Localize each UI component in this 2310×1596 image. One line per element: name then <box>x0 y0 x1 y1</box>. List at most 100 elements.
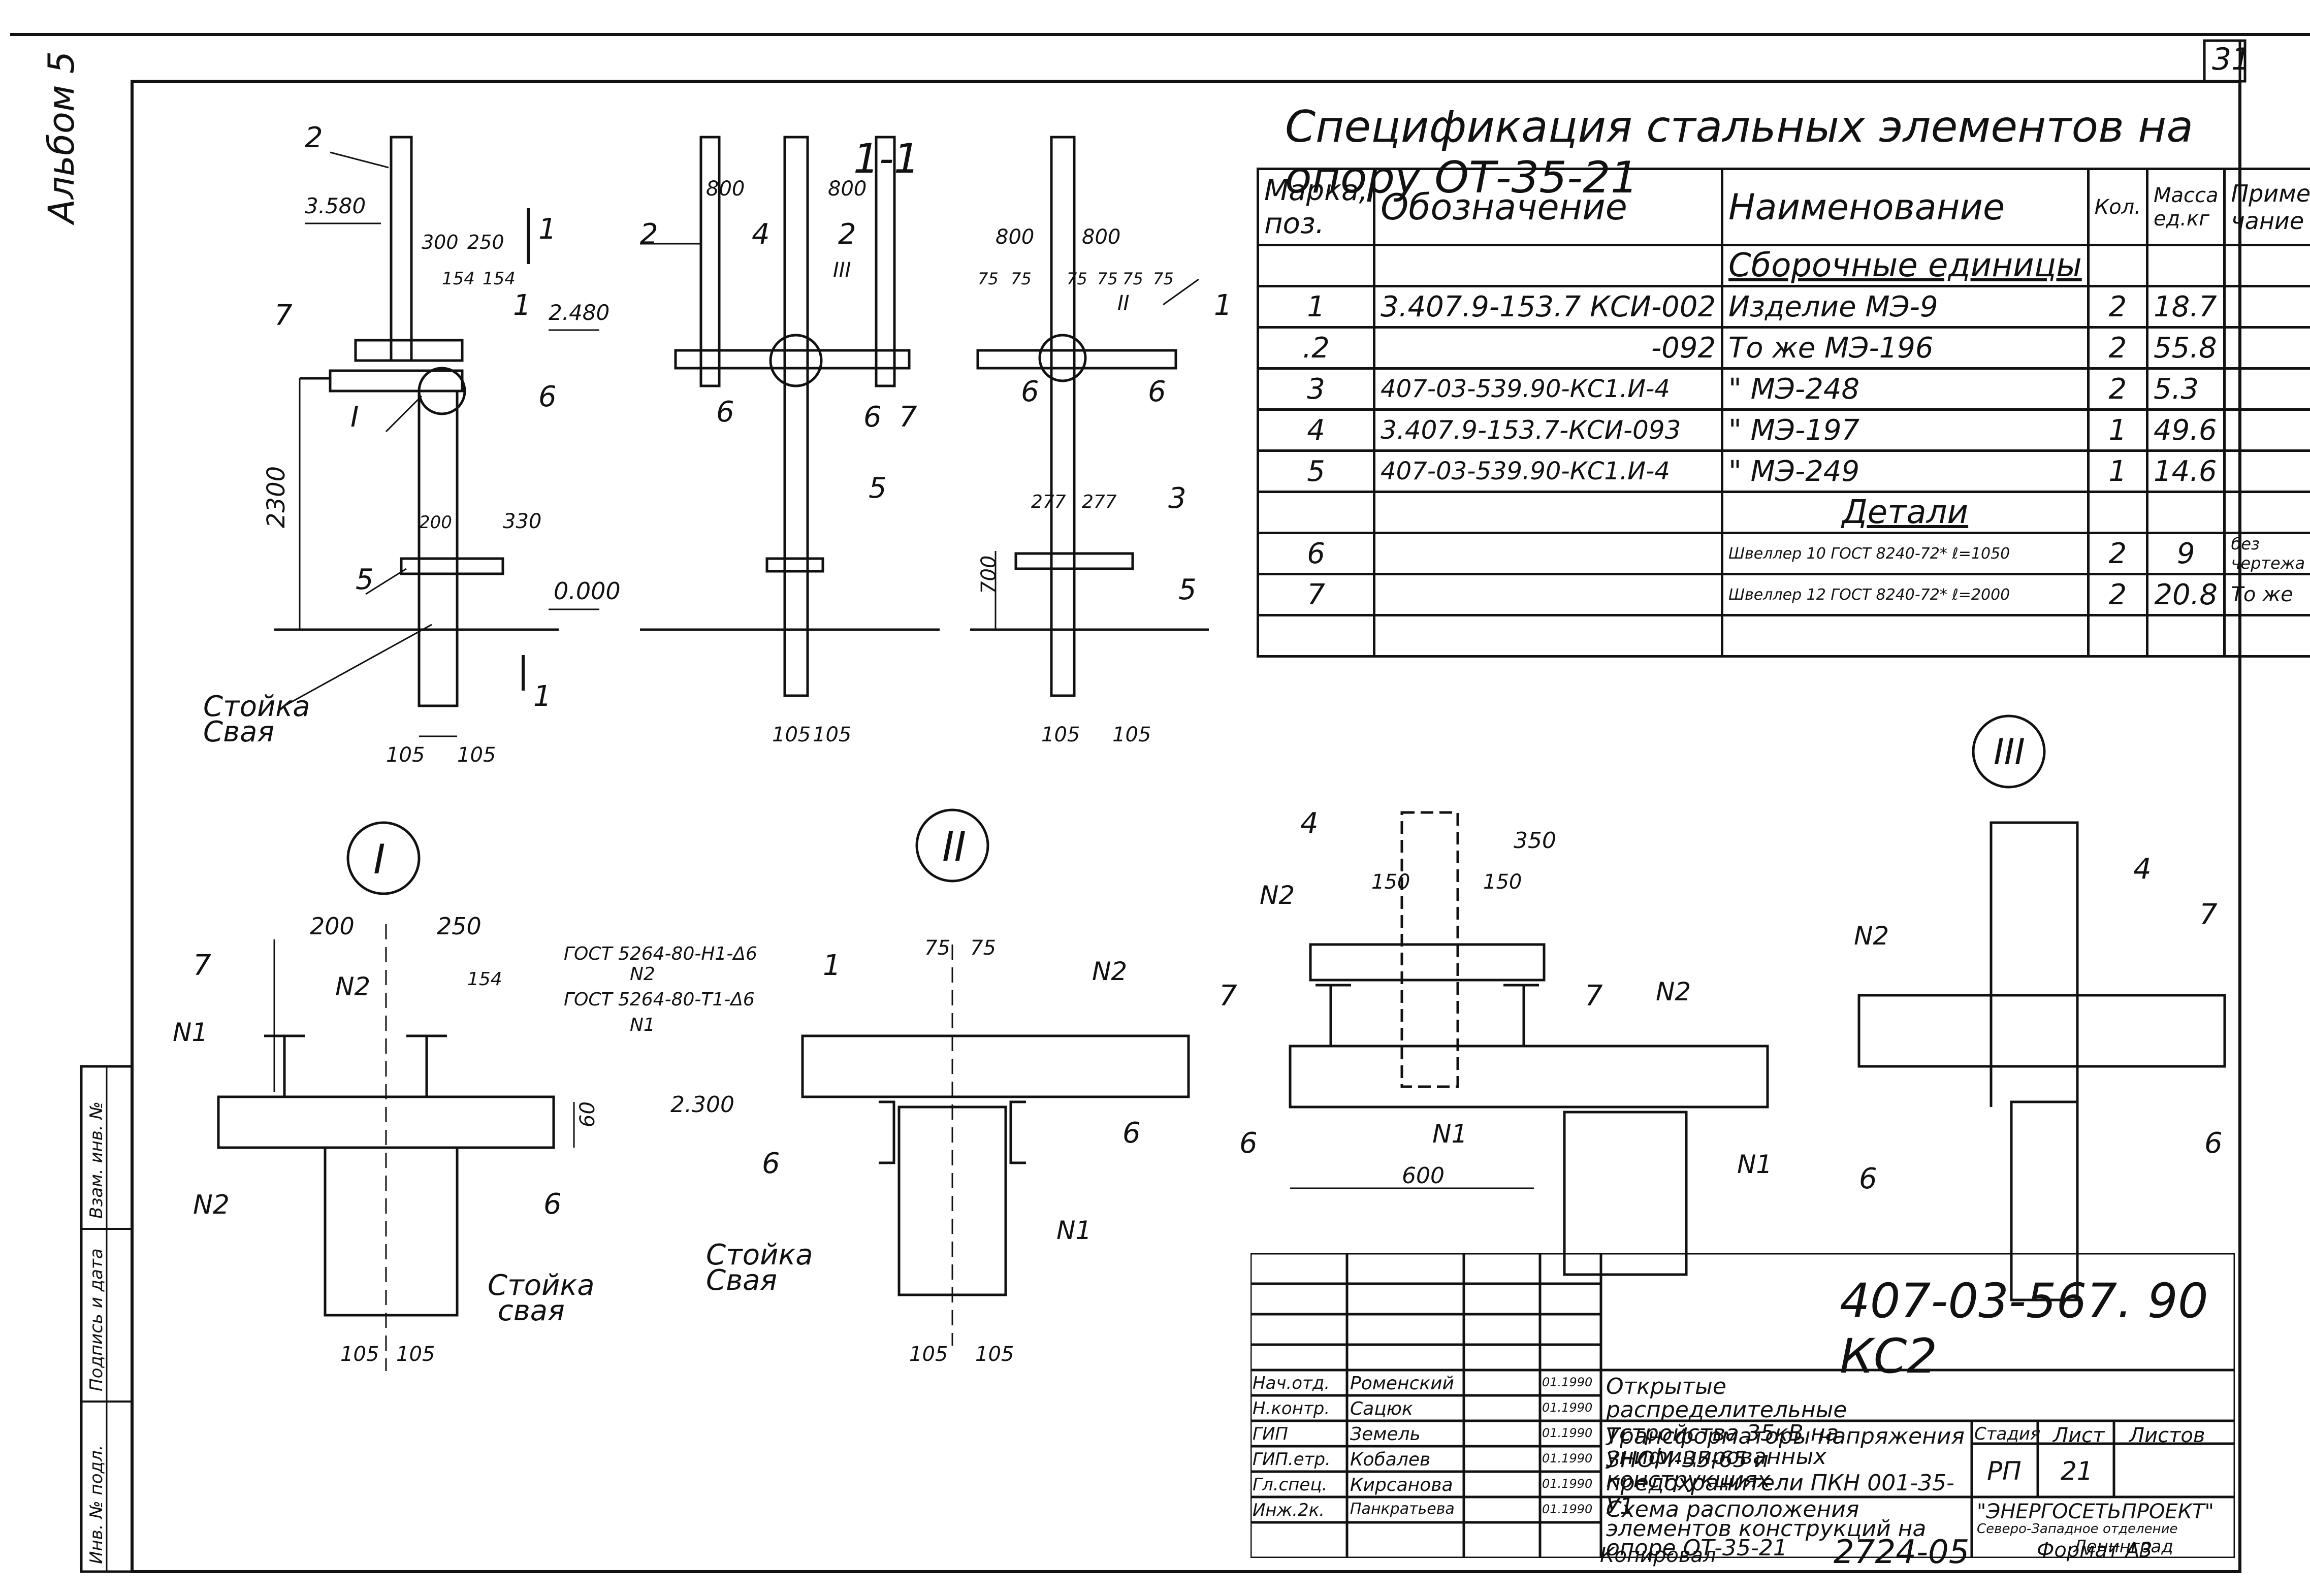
mark-label: 4 <box>2133 853 2152 886</box>
mark-label: 2 <box>305 121 323 154</box>
mark-label: 1 <box>513 289 531 322</box>
stamp-code: 407-03-567. 90 КС2 <box>1840 1274 2208 1384</box>
dim-label: 75 <box>970 936 996 960</box>
dim-label: 600 <box>1402 1163 1445 1189</box>
title-block-grid <box>1250 1253 2235 1558</box>
mark-label: 4 <box>1300 807 1319 840</box>
node-III-title: III <box>1994 731 2025 773</box>
mark-label: 7 <box>899 401 917 434</box>
stamp-title3: Схема расположения элементов конструкций… <box>1606 1496 1927 1561</box>
stamp-sheet-label: Лист <box>2053 1424 2105 1447</box>
stamp-sheets-label: Листов <box>2129 1424 2205 1447</box>
mark-label: 1 <box>823 949 841 982</box>
stamp-stage: РП <box>1987 1456 2022 1486</box>
mark-label: 5 <box>1178 573 1197 606</box>
dim-label: 800 <box>996 225 1034 249</box>
stamp-role: Нач.отд. <box>1253 1373 1330 1393</box>
stamp-date: 01.1990 <box>1542 1451 1593 1465</box>
mark-label: 7 <box>193 949 211 982</box>
stamp-role: Н.контр. <box>1253 1398 1330 1419</box>
mark-label: N1 <box>1056 1216 1092 1245</box>
stamp-role: ГИП.етр. <box>1253 1449 1331 1470</box>
dim-label: 2.300 <box>670 1092 734 1118</box>
stamp-date: 01.1990 <box>1542 1426 1593 1440</box>
spec-section-assembly: Сборочные единицы <box>1721 244 2090 287</box>
dim-label: 105 <box>386 743 425 767</box>
stamp-role: Гл.спец. <box>1253 1475 1328 1495</box>
mark-label: 6 <box>863 401 882 434</box>
mark-label: II <box>1117 291 1130 315</box>
dim-label: 200 <box>419 512 452 533</box>
node-III-side-drawing <box>1857 714 2226 1301</box>
dim-label: 2300 <box>262 466 291 528</box>
stamp-org1: "ЭНЕРГОСЕТЬПРОЕКТ" <box>1977 1500 2214 1523</box>
node-II-title: II <box>942 823 966 870</box>
mark-label: 5 <box>869 472 887 505</box>
section-mark: 1 <box>538 213 557 246</box>
mark-label: 2 <box>838 218 856 251</box>
dim-label: 350 <box>1514 828 1556 854</box>
format-label: Формат А3 <box>2037 1539 2153 1562</box>
spec-header-pos: Марка, поз. <box>1256 168 1376 246</box>
gost-label: ГОСТ 5264-80-Н1-Δ6 <box>564 943 757 964</box>
dim-label: 75 <box>978 269 999 288</box>
mark-label: 7 <box>1585 980 1603 1013</box>
table-row: 4 3.407.9-153.7-КСИ-093 " МЭ-197 1 49.6 <box>1256 408 2310 452</box>
gost-label: ГОСТ 5264-80-Т1-Δ6 <box>564 989 755 1010</box>
dim-label: 75 <box>1097 269 1118 288</box>
dim-label: 277 <box>1031 492 1066 512</box>
pile-label: Стойка <box>203 690 310 723</box>
stamp-name: Кирсанова <box>1350 1475 1453 1495</box>
dim-label: 105 <box>1112 723 1151 746</box>
stamp-name: Роменский <box>1350 1373 1454 1394</box>
dim-label: 277 <box>1082 492 1117 512</box>
mark-label: N2 <box>335 972 370 1001</box>
stamp-role: ГИП <box>1253 1424 1288 1444</box>
mark-label: 6 <box>1122 1117 1141 1150</box>
mark-label: 5 <box>356 563 374 596</box>
dim-label: 0.000 <box>554 577 621 605</box>
mark-label: 6 <box>1859 1162 1877 1195</box>
node-III-front-drawing <box>1289 811 1769 1276</box>
dim-label: 300 <box>422 231 459 253</box>
dim-label: 700 <box>977 556 1001 594</box>
elevation-middle <box>640 136 940 697</box>
stamp-date: 01.1990 <box>1542 1502 1593 1516</box>
mark-label: 7 <box>274 299 293 332</box>
spec-table: Марка, поз. Обозначение Наименование Кол… <box>1256 168 2310 658</box>
table-row: 3 407-03-539.90-КС1.И-4 " МЭ-248 2 5.3 <box>1256 367 2310 411</box>
title-block: 407-03-567. 90 КС2 Открытые распределите… <box>1250 1253 2235 1561</box>
pile-label: Свая <box>706 1264 777 1297</box>
mark-label: N1 <box>1737 1150 1772 1179</box>
dim-label: 3.580 <box>305 193 366 218</box>
dim-label: 105 <box>1041 723 1080 746</box>
dim-label: 75 <box>1067 269 1087 288</box>
dim-label: 154 <box>483 269 516 289</box>
dim-label: 2.480 <box>549 300 609 325</box>
dim-label: 150 <box>1371 870 1410 894</box>
table-row: 1 3.407.9-153.7 КСИ-002 Изделие МЭ-9 2 1… <box>1256 285 2310 329</box>
gost-ref: N1 <box>630 1015 655 1035</box>
mark-label: 6 <box>538 380 557 413</box>
dim-label: 105 <box>975 1343 1014 1366</box>
spec-header-qty: Кол. <box>2087 168 2148 246</box>
mark-label: 6 <box>543 1188 562 1221</box>
table-row <box>1256 614 2310 658</box>
pile-label: Стойка <box>706 1239 813 1272</box>
dim-label: 105 <box>457 743 496 767</box>
mark-label: 6 <box>762 1147 780 1180</box>
dim-label: 75 <box>1011 269 1032 288</box>
stamp-title2: Трансформаторы напряжения ЗНОМ-35-65 и п… <box>1606 1423 1965 1519</box>
table-row: 7 Швеллер 12 ГОСТ 8240-72* ℓ=2000 2 20.8… <box>1256 573 2310 616</box>
node-I-title: I <box>373 836 386 883</box>
dim-label: 105 <box>396 1343 435 1366</box>
dim-label: 330 <box>503 510 541 533</box>
table-row: 5 407-03-539.90-КС1.И-4 " МЭ-249 1 14.6 <box>1256 449 2310 493</box>
dim-label: 200 <box>310 913 355 940</box>
dim-label: 75 <box>924 936 950 960</box>
mark-label: N1 <box>1432 1119 1467 1149</box>
dim-label: 105 <box>909 1343 948 1366</box>
dim-label: 105 <box>813 723 851 746</box>
node-I-drawing <box>217 821 575 1371</box>
